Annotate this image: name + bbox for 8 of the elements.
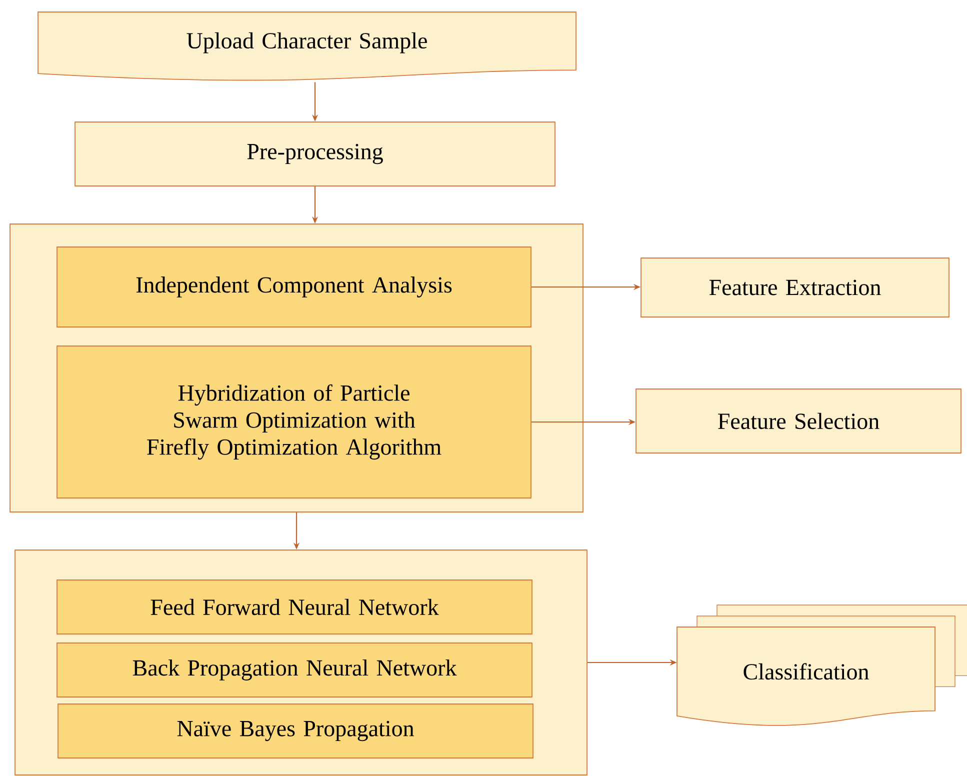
process-box: Pre-processing xyxy=(74,122,556,186)
process-box: Hybridization of Particle Swarm Optimization with Firefly Optimization Algorithm xyxy=(56,346,532,498)
process-box: Naïve Bayes Propagation xyxy=(58,704,534,758)
process-box: Back Propagation Neural Network xyxy=(56,642,532,698)
process-box: Independent Component Analysis xyxy=(56,246,532,328)
process-box: Feed Forward Neural Network xyxy=(56,580,532,634)
process-box: Feature Selection xyxy=(636,388,962,454)
process-box: Feature Extraction xyxy=(640,258,950,318)
